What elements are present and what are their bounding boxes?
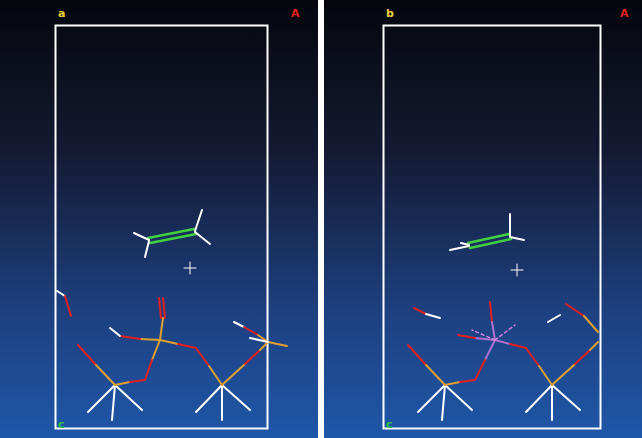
panel-ground	[324, 0, 642, 438]
axis-label: c	[386, 419, 393, 431]
axis-label: A	[291, 8, 300, 20]
panel-letter: a	[58, 8, 65, 20]
framework-right	[414, 214, 598, 380]
framework-left	[57, 210, 287, 380]
panel-letter: b	[386, 8, 394, 20]
axis-label: c	[58, 419, 65, 431]
axis-label: A	[620, 8, 629, 20]
unit-cell	[384, 26, 601, 429]
panel-ground	[0, 0, 318, 438]
framework-bottom	[78, 345, 260, 420]
unit-cell	[56, 26, 268, 429]
